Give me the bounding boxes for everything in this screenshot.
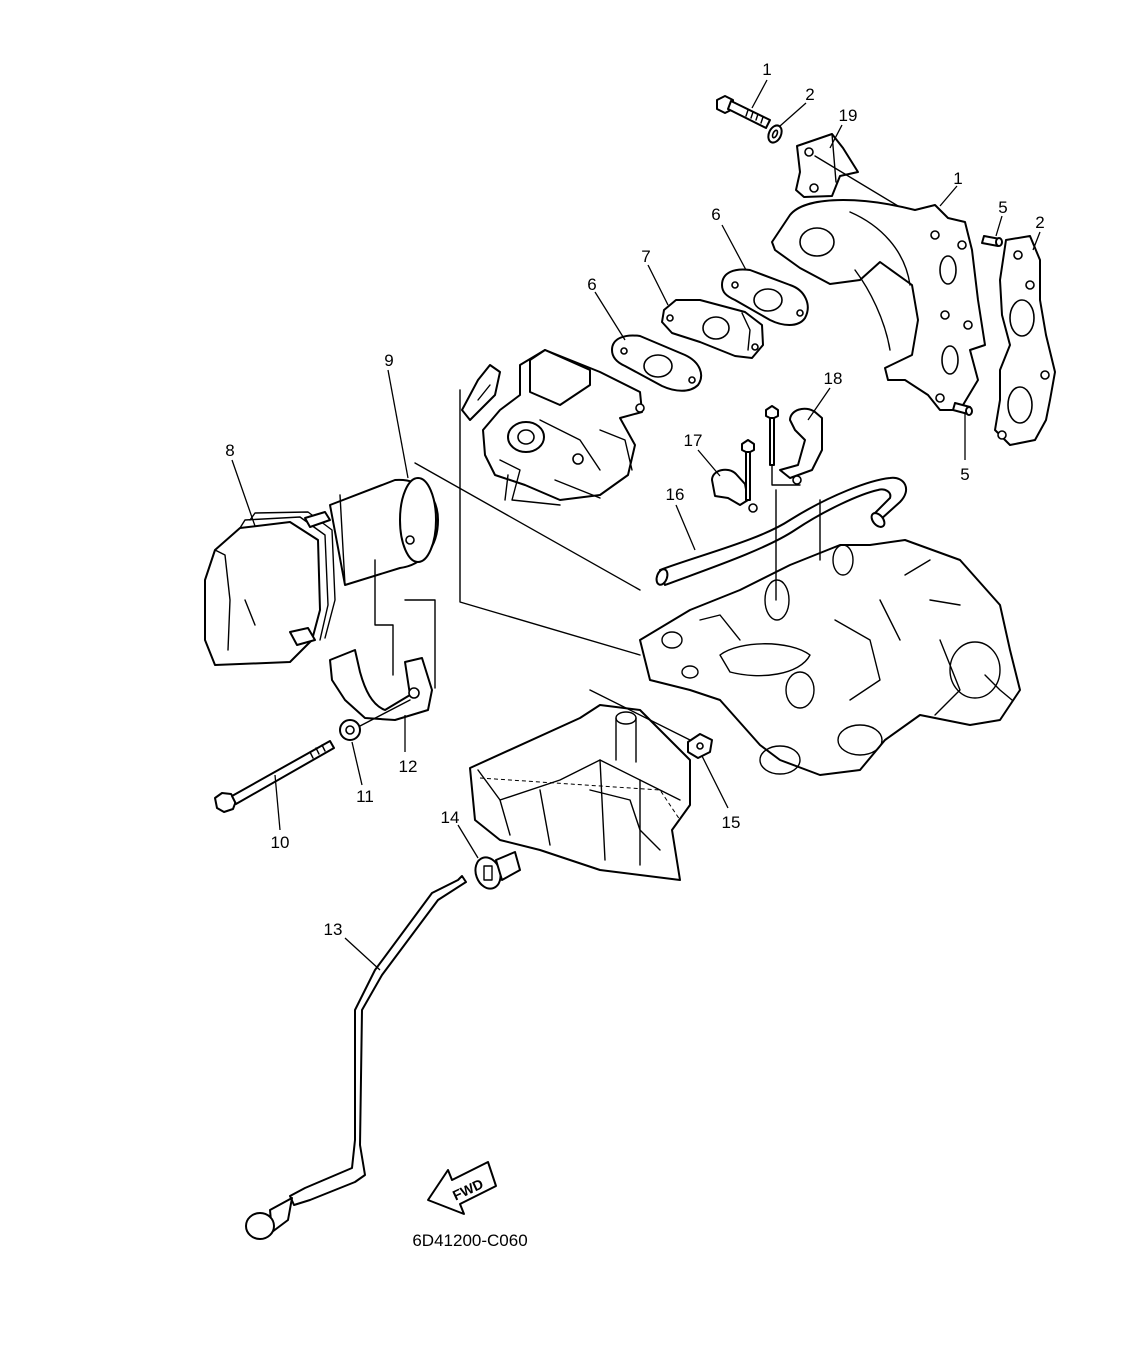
callout-5-upper: 5 bbox=[998, 198, 1007, 217]
callout-8: 8 bbox=[225, 441, 234, 460]
leader-15 bbox=[701, 755, 729, 809]
part-13-choke-rod[interactable] bbox=[245, 875, 467, 1240]
part-19-bracket[interactable] bbox=[795, 133, 859, 198]
carburetor-assembly bbox=[461, 349, 645, 506]
alignment-line-13 bbox=[589, 689, 691, 741]
leader-17 bbox=[807, 387, 831, 421]
leader-2 bbox=[1032, 231, 1041, 251]
part-11-grommet[interactable] bbox=[339, 719, 361, 741]
leader-1 bbox=[939, 185, 958, 207]
leader-13 bbox=[344, 937, 381, 971]
alignment-line-17 bbox=[771, 464, 801, 486]
alignment-line-12 bbox=[374, 559, 394, 676]
callout-16: 16 bbox=[666, 485, 685, 504]
leader-3 bbox=[751, 79, 768, 109]
part-8-silencer[interactable] bbox=[204, 511, 336, 666]
callout-12: 12 bbox=[399, 757, 418, 776]
leader-11 bbox=[351, 741, 363, 786]
callout-labels: 1 2 19 1 5 2 6 7 6 18 9 17 8 5 16 12 11 … bbox=[225, 60, 1044, 939]
part-16-hose[interactable] bbox=[655, 476, 908, 586]
diagram-part-code: 6D41200-C060 bbox=[412, 1231, 527, 1250]
leader-9 bbox=[387, 369, 409, 479]
callout-14: 14 bbox=[441, 808, 460, 827]
lower-cover bbox=[469, 704, 691, 881]
part-18-clamp[interactable] bbox=[711, 439, 758, 513]
part-5-dowel-pin-lower[interactable] bbox=[952, 402, 973, 416]
leader-6-upper bbox=[721, 224, 747, 271]
fwd-arrow: FWD bbox=[427, 1161, 497, 1215]
leader-18 bbox=[697, 449, 721, 477]
callout-3: 1 bbox=[762, 60, 771, 79]
alignment-line-9 bbox=[459, 389, 641, 656]
leader-16 bbox=[675, 504, 696, 551]
part-5-dowel-pin-upper[interactable] bbox=[981, 235, 1003, 247]
part-6-gasket-upper[interactable] bbox=[721, 268, 809, 326]
callout-15: 15 bbox=[722, 813, 741, 832]
callout-10: 10 bbox=[271, 833, 290, 852]
alignment-line-16 bbox=[414, 462, 641, 591]
part-10-bolt[interactable] bbox=[214, 740, 335, 813]
part-14-holder[interactable] bbox=[471, 851, 521, 892]
callout-5-lower: 5 bbox=[960, 465, 969, 484]
leader-5-upper bbox=[995, 215, 1003, 237]
leader-19 bbox=[829, 124, 843, 149]
part-15-clip[interactable] bbox=[687, 733, 713, 759]
alignment-line-12b bbox=[404, 599, 436, 689]
leader-4 bbox=[779, 102, 807, 127]
part-12-bracket[interactable] bbox=[329, 649, 433, 721]
part-4-washer[interactable] bbox=[766, 123, 784, 144]
callout-13: 13 bbox=[324, 920, 343, 939]
callout-9: 9 bbox=[384, 351, 393, 370]
callout-2: 2 bbox=[1035, 213, 1044, 232]
callout-7: 7 bbox=[641, 247, 650, 266]
callout-6-upper: 6 bbox=[711, 205, 720, 224]
part-17-clamp[interactable] bbox=[765, 405, 823, 485]
part-9-air-duct[interactable] bbox=[329, 477, 439, 586]
engine-block bbox=[639, 489, 1021, 776]
callout-6-lower: 6 bbox=[587, 275, 596, 294]
leader-6-lower bbox=[594, 291, 626, 341]
leader-7 bbox=[647, 264, 669, 306]
callout-1: 1 bbox=[953, 169, 962, 188]
leader-8 bbox=[231, 459, 256, 527]
leader-14 bbox=[457, 824, 479, 859]
part-7-insulator[interactable] bbox=[661, 299, 764, 359]
callout-18: 17 bbox=[684, 431, 703, 450]
callout-4: 2 bbox=[805, 85, 814, 104]
part-3-bolt[interactable] bbox=[716, 95, 771, 129]
callout-11: 11 bbox=[356, 787, 374, 806]
leader-10 bbox=[274, 774, 281, 831]
callout-19: 19 bbox=[839, 106, 858, 125]
part-2-gasket[interactable] bbox=[994, 235, 1056, 446]
part-6-gasket-lower[interactable] bbox=[611, 334, 703, 392]
alignment-line-11 bbox=[359, 699, 411, 727]
part-1-intake-manifold[interactable] bbox=[771, 199, 986, 411]
callout-17: 18 bbox=[824, 369, 843, 388]
